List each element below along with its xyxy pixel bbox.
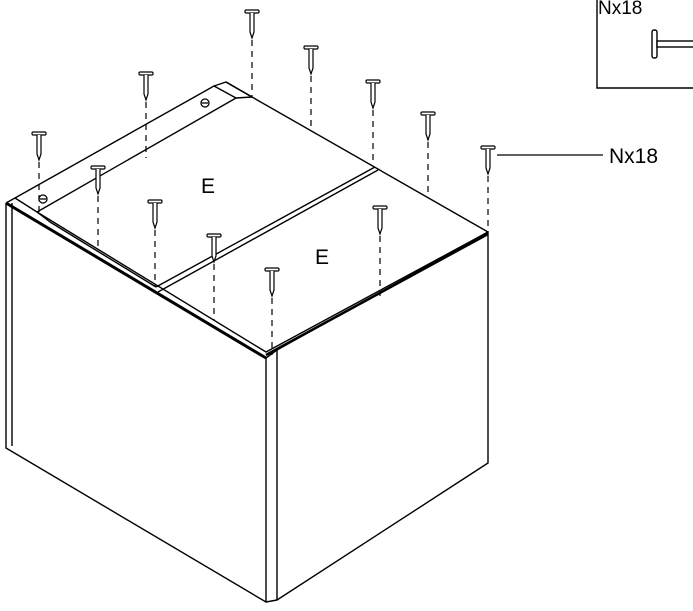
nail-head — [372, 205, 388, 210]
callout-label: Nx18 — [609, 145, 658, 168]
nail-icon — [90, 165, 106, 250]
nail-head — [264, 267, 280, 272]
nail-group — [31, 9, 496, 355]
nail-shank — [211, 237, 217, 264]
nail-shank — [152, 203, 158, 230]
nail-head — [90, 165, 106, 170]
nail-icon — [31, 131, 47, 213]
nail-head — [365, 79, 381, 84]
nail-icon — [264, 267, 280, 355]
inset-nail-icon — [651, 29, 693, 59]
nail-head — [420, 111, 436, 116]
nail-head — [244, 9, 260, 14]
inset-detail-box — [596, 0, 693, 89]
nail-icon — [365, 79, 381, 165]
nail-icon — [372, 205, 388, 296]
panel-label-e-left: E — [201, 175, 215, 198]
nail-shank — [370, 83, 376, 110]
nail-head — [480, 145, 496, 150]
cabinet-body — [5, 81, 489, 603]
nail-head — [147, 199, 163, 204]
nail-shank — [308, 49, 314, 76]
cam-fitting-icons — [38, 98, 210, 204]
nail-icon — [147, 199, 163, 287]
panel-label-e-right: E — [315, 246, 329, 269]
nail-head — [138, 71, 154, 76]
inset-label: Nx18 — [598, 0, 642, 19]
nail-head — [206, 233, 222, 238]
nail-shank — [36, 135, 42, 162]
nail-shank — [377, 209, 383, 236]
nail-head — [31, 131, 47, 136]
nail-icon — [420, 111, 436, 196]
nail-shank — [425, 115, 431, 142]
nail-shank — [269, 271, 275, 298]
nail-shank — [95, 169, 101, 196]
nail-icon — [244, 9, 260, 98]
nail-shank — [485, 149, 491, 176]
nail-head — [303, 45, 319, 50]
nail-icon — [138, 71, 154, 158]
nail-icon — [480, 145, 496, 232]
nail-icon — [303, 45, 319, 130]
nail-shank — [249, 13, 255, 40]
nail-icon — [206, 233, 222, 320]
nail-shank — [143, 75, 149, 102]
